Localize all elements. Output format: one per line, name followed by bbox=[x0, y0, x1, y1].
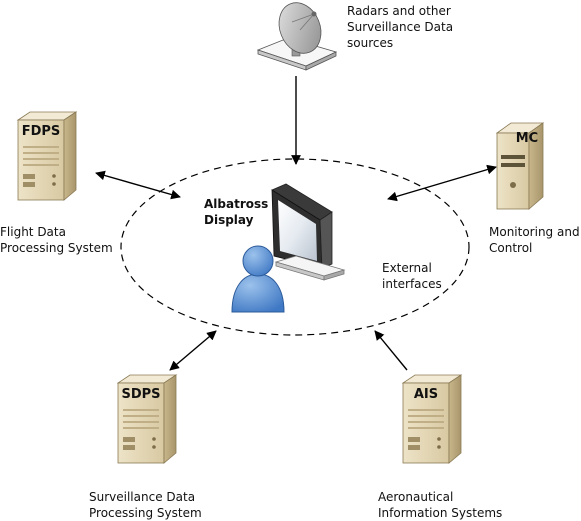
ais-caption-line-2: Information Systems bbox=[378, 506, 503, 520]
ais-to-display-arrow bbox=[374, 330, 408, 371]
sdps-badge: SDPS bbox=[121, 387, 160, 402]
mc-caption: Monitoring and Control bbox=[489, 224, 580, 256]
mc-display-arrow bbox=[387, 164, 497, 202]
sdps-server-icon: SDPS bbox=[117, 374, 177, 464]
external-interfaces-line-1: External bbox=[382, 261, 432, 275]
radar-caption: Radars and other Surveillance Data sourc… bbox=[347, 3, 453, 51]
fdps-display-arrow bbox=[95, 170, 181, 200]
mc-caption-line-2: Control bbox=[489, 241, 533, 255]
radar-caption-line-3: sources bbox=[347, 36, 394, 50]
radar-dish-icon bbox=[256, 2, 338, 71]
fdps-caption-line-1: Flight Data bbox=[0, 225, 66, 239]
fdps-caption: Flight Data Processing System bbox=[0, 224, 113, 256]
ais-server-icon: AIS bbox=[402, 374, 462, 464]
display-caption-line-1: Albatross bbox=[204, 197, 269, 211]
external-interfaces-caption: External interfaces bbox=[382, 260, 442, 292]
mc-server-icon: MC bbox=[495, 122, 545, 210]
display-caption-line-2: Display bbox=[204, 213, 254, 227]
user-person-icon bbox=[231, 245, 285, 313]
ais-badge: AIS bbox=[414, 387, 438, 402]
fdps-badge: FDPS bbox=[22, 124, 61, 139]
fdps-caption-line-2: Processing System bbox=[0, 241, 113, 255]
external-interfaces-boundary bbox=[120, 158, 470, 336]
radar-caption-line-2: Surveillance Data bbox=[347, 20, 454, 34]
ais-caption: Aeronautical Information Systems bbox=[378, 489, 502, 521]
ais-caption-line-1: Aeronautical bbox=[378, 490, 454, 504]
sdps-caption-line-2: Processing System bbox=[89, 506, 202, 520]
sdps-display-arrow bbox=[169, 330, 217, 371]
mc-badge: MC bbox=[516, 131, 538, 146]
display-caption: Albatross Display bbox=[204, 196, 268, 228]
monitor-icon bbox=[271, 183, 346, 281]
sdps-caption-line-1: Surveillance Data bbox=[89, 490, 196, 504]
fdps-server-icon: FDPS bbox=[17, 111, 77, 201]
mc-caption-line-1: Monitoring and bbox=[489, 225, 580, 239]
radar-caption-line-1: Radars and other bbox=[347, 4, 451, 18]
external-interfaces-line-2: interfaces bbox=[382, 277, 442, 291]
sdps-caption: Surveillance Data Processing System bbox=[89, 489, 202, 521]
